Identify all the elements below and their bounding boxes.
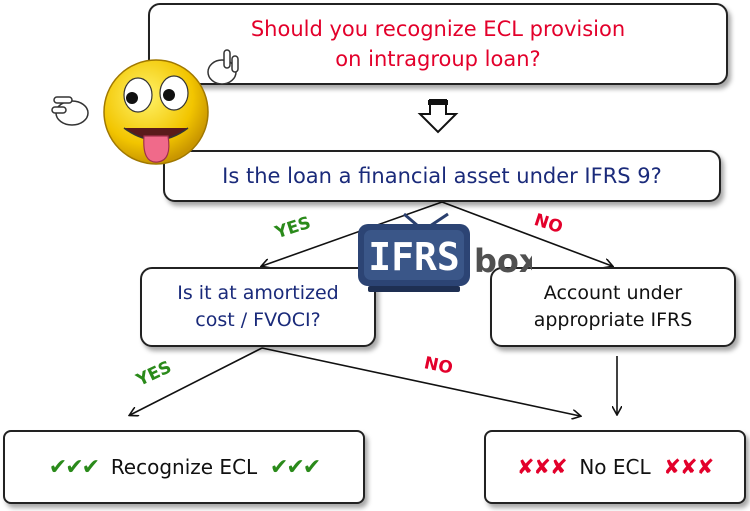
no-ecl-box: ✘✘✘ No ECL ✘✘✘ bbox=[484, 430, 746, 504]
account-under-ifrs-box: Account under appropriate IFRS bbox=[490, 267, 736, 347]
check-marks-right: ✔✔✔ bbox=[269, 454, 321, 480]
ifrsbox-logo: IFRS box bbox=[358, 212, 532, 292]
logo-box-text: box bbox=[474, 242, 532, 280]
arrow-q2-to-q3 bbox=[262, 201, 443, 266]
question-amortized-line2: cost / FVOCI? bbox=[195, 309, 321, 331]
question-ecl-box: Should you recognize ECL provision on int… bbox=[148, 3, 728, 85]
tongue-out-emoji-icon bbox=[51, 49, 239, 165]
no-ecl-text: No ECL bbox=[579, 455, 651, 479]
question-financial-asset-box: Is the loan a financial asset under IFRS… bbox=[163, 150, 721, 202]
cross-marks-left: ✘✘✘ bbox=[516, 455, 568, 479]
recognize-ecl-text: Recognize ECL bbox=[110, 454, 258, 479]
arrow-q3-to-r2 bbox=[261, 347, 580, 416]
cross-marks-right: ✘✘✘ bbox=[663, 455, 714, 479]
account-under-ifrs-line1: Account under bbox=[543, 282, 683, 304]
arrow-q2-to-q4 bbox=[441, 201, 612, 266]
question-ecl-line1: Should you recognize ECL provision bbox=[250, 17, 626, 41]
question-amortized-box: Is it at amortized cost / FVOCI? bbox=[140, 267, 376, 347]
question-amortized-line1: Is it at amortized bbox=[177, 282, 339, 304]
recognize-ecl-box: ✔✔✔ Recognize ECL ✔✔✔ bbox=[3, 430, 365, 504]
account-under-ifrs-line2: appropriate IFRS bbox=[533, 309, 693, 331]
logo-ifrs-text: IFRS bbox=[368, 235, 460, 279]
question-financial-asset-text: Is the loan a financial asset under IFRS… bbox=[222, 164, 662, 188]
arrow-q3-to-r1 bbox=[130, 347, 263, 415]
check-marks-left: ✔✔✔ bbox=[48, 454, 100, 480]
question-ecl-line2: on intragroup loan? bbox=[335, 47, 541, 71]
